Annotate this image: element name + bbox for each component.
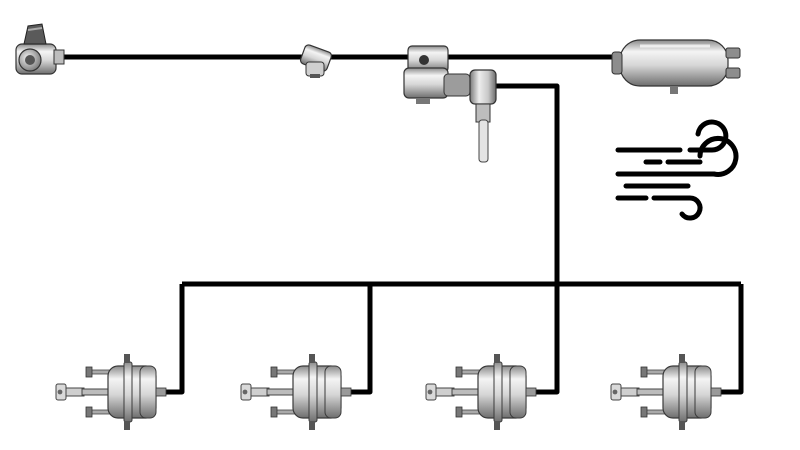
brake-chamber-icon [55,353,167,431]
brake-chamber-icon [610,353,722,431]
brake-chamber-icon [240,353,352,431]
brake-chamber-icon [425,353,537,431]
air-lines [50,54,744,395]
chamber-1-line [160,284,185,395]
chamber-2-line [345,284,373,395]
branch-line [496,83,560,284]
chamber-3-line [530,284,560,395]
chamber-4-line [715,284,744,395]
air-tank-icon [611,39,741,94]
gladhand-coupling-icon [15,23,65,75]
inline-filter-icon [299,44,333,78]
valve-icon [403,45,497,163]
wind-icon [615,119,739,221]
